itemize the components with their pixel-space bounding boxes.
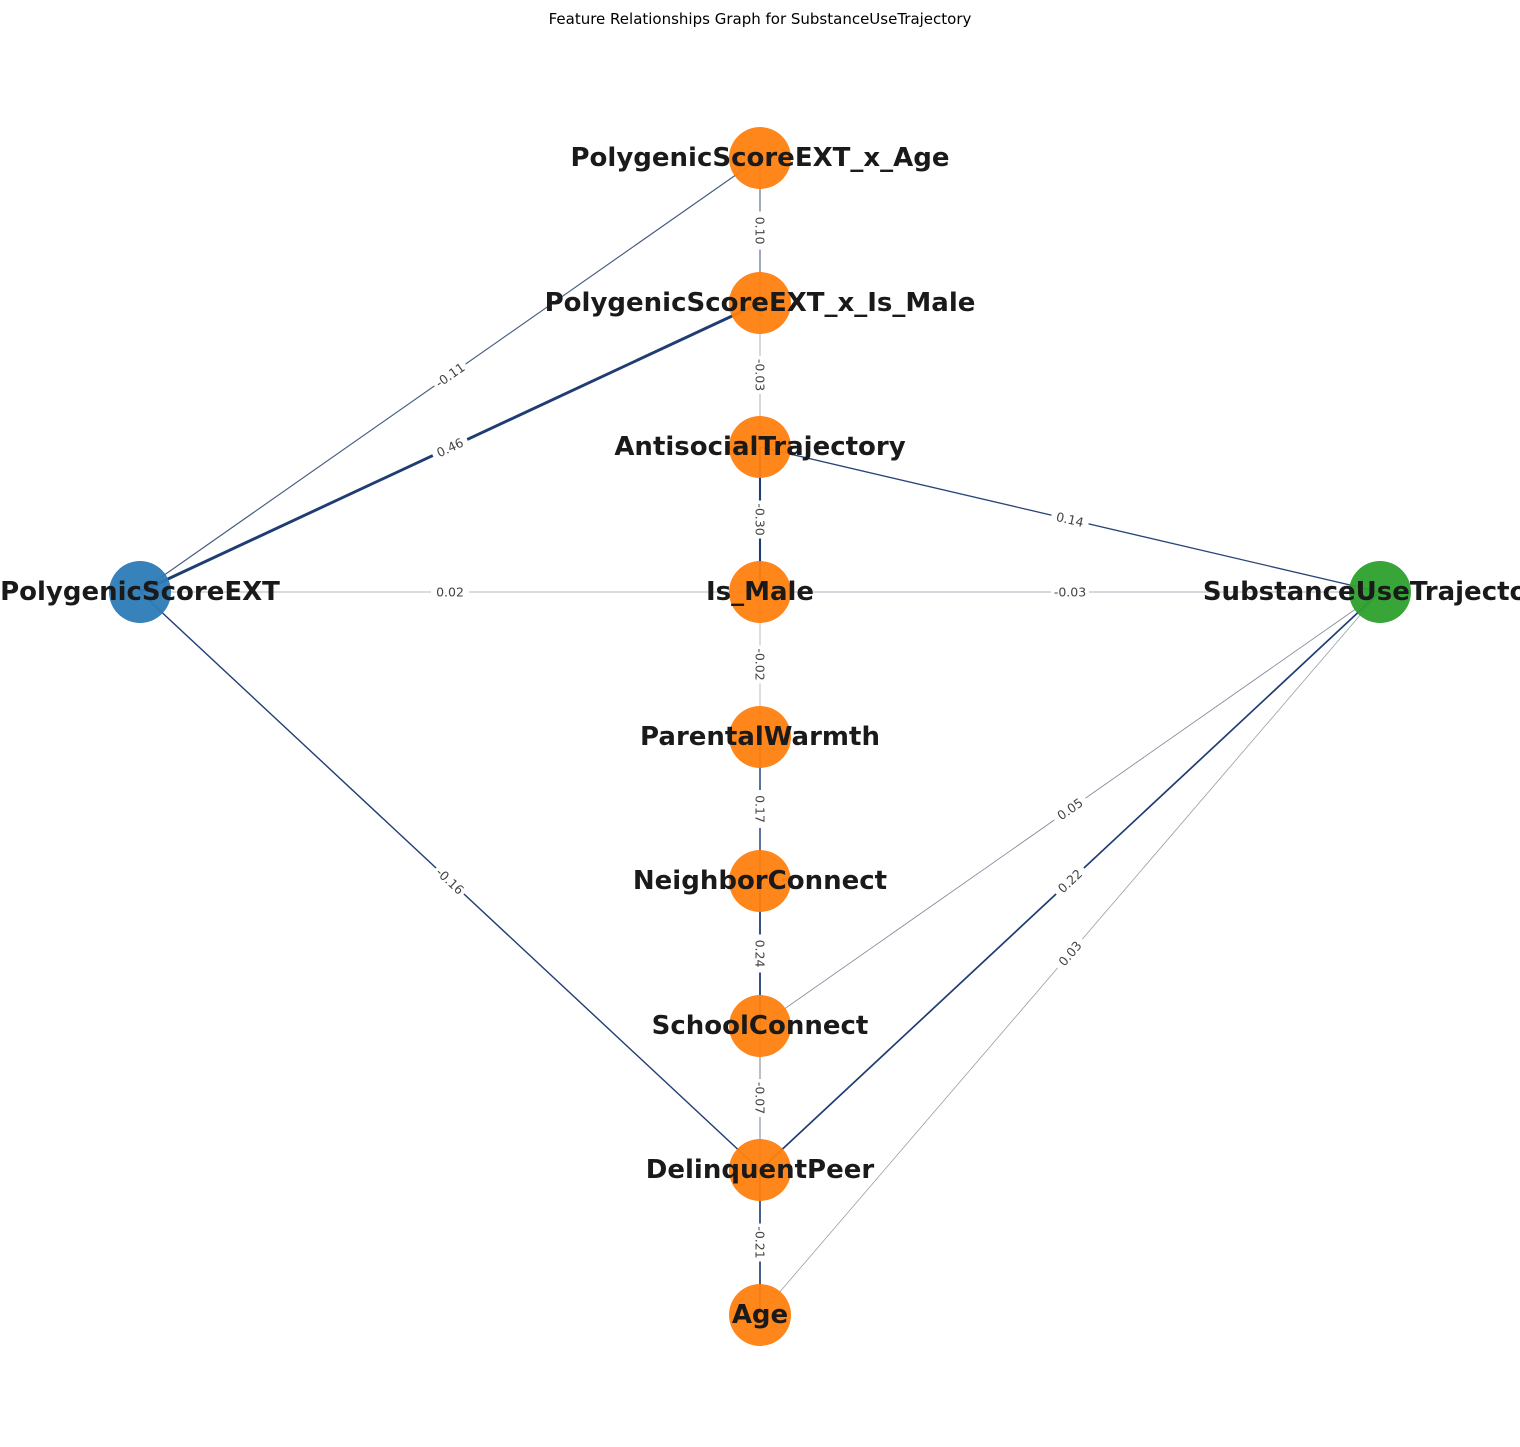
node-is-male xyxy=(729,561,791,623)
edge-label-background xyxy=(431,583,469,601)
edge-weight-label: 0.24 xyxy=(753,940,768,968)
edge-polygenicscoreext-to-is-male: 0.02 xyxy=(140,583,760,601)
node-polygenicscoreext-x-age xyxy=(729,127,791,189)
edge-label-group: 0.24 xyxy=(751,934,769,973)
node-delinquentpeer xyxy=(729,1139,791,1201)
edge-label-background xyxy=(1050,933,1090,974)
node-label-polygenicscoreext-x-age: PolygenicScoreEXT_x_Age xyxy=(571,143,950,173)
edge-label-background xyxy=(1049,861,1091,901)
edge-parentalwarmth-to-neighborconnect: 0.17 xyxy=(751,737,769,881)
edge-weight-label: 0.17 xyxy=(753,795,768,823)
edge-label-background xyxy=(1049,506,1091,533)
edge-label-group: -0.30 xyxy=(751,500,769,539)
edge-weight-label: -0.03 xyxy=(753,359,768,391)
node-antisocialtrajectory xyxy=(729,416,791,478)
edge-label-background xyxy=(751,356,769,394)
edge-label-group: -0.07 xyxy=(751,1079,769,1117)
node-label-neighborconnect: NeighborConnect xyxy=(633,866,887,896)
edge-label-group: -0.03 xyxy=(751,356,769,394)
edge-label-background xyxy=(1049,790,1091,828)
edge-is-male-to-substanceusetrajectory: -0.03 xyxy=(760,583,1380,601)
node-labels-layer: PolygenicScoreEXT PolygenicScoreEXT_x_Age… xyxy=(0,143,1520,1330)
graph-title: Feature Relationships Graph for Substanc… xyxy=(549,10,972,28)
edge-weight-label: 0.02 xyxy=(436,585,464,600)
edge-weight-label: -0.07 xyxy=(753,1082,768,1114)
edge-antisocialtrajectory-to-substanceusetrajectory: 0.14 xyxy=(759,446,1381,593)
edge-weight-label: 0.14 xyxy=(1055,509,1086,530)
edge-label-group: -0.21 xyxy=(751,1223,769,1262)
node-label-is-male: Is_Male xyxy=(706,577,814,607)
node-label-polygenicscoreext: PolygenicScoreEXT xyxy=(0,577,280,607)
edge-label-group: -0.16 xyxy=(429,861,471,901)
edge-label-group: 0.10 xyxy=(751,211,769,250)
edge-label-group: 0.17 xyxy=(751,790,769,828)
edge-label-background xyxy=(1051,583,1089,601)
edge-polygenicscoreext-to-delinquentpeer: -0.16 xyxy=(139,591,761,1171)
node-label-delinquentpeer: DelinquentPeer xyxy=(646,1155,875,1185)
edge-label-background xyxy=(751,1079,769,1117)
edge-label-background xyxy=(751,645,769,684)
node-parentalwarmth xyxy=(729,706,791,768)
edge-weight-label: -0.21 xyxy=(753,1226,768,1258)
edge-label-group: -0.11 xyxy=(429,356,471,394)
node-label-schoolconnect: SchoolConnect xyxy=(652,1011,869,1041)
node-label-parentalwarmth: ParentalWarmth xyxy=(640,722,880,752)
node-label-polygenicscoreext-x-is-male: PolygenicScoreEXT_x_Is_Male xyxy=(545,288,976,318)
node-neighborconnect xyxy=(729,850,791,912)
edge-label-background xyxy=(751,211,769,250)
edge-label-background xyxy=(751,500,769,539)
edge-label-background xyxy=(428,431,472,464)
edge-label-background xyxy=(429,356,471,394)
node-age xyxy=(729,1284,791,1346)
edge-label-group: 0.02 xyxy=(431,583,469,601)
edge-label-background xyxy=(751,934,769,973)
node-label-age: Age xyxy=(732,1300,788,1330)
node-schoolconnect xyxy=(729,995,791,1057)
edge-polygenicscoreext-to-polygenicscoreext-x-age: -0.11 xyxy=(139,157,761,593)
edge-label-group: 0.14 xyxy=(1049,506,1091,533)
node-substanceusetrajectory xyxy=(1349,561,1411,623)
edges-layer: -0.11 0.46 0.02 -0.16 0.10 -0.03 -0.30 0.14 -0.0… xyxy=(139,157,1381,1316)
node-label-substanceusetrajectory: SubstanceUseTrajectory xyxy=(1203,577,1520,607)
edge-label-group: 0.03 xyxy=(1050,933,1090,974)
node-polygenicscoreext-x-is-male xyxy=(729,272,791,334)
edge-label-background xyxy=(429,861,471,901)
edge-label-group: 0.05 xyxy=(1049,790,1091,828)
node-polygenicscoreext xyxy=(109,561,171,623)
edge-weight-label: -0.03 xyxy=(1054,585,1086,600)
edge-label-group: -0.03 xyxy=(1051,583,1089,601)
edge-label-group: -0.02 xyxy=(751,645,769,684)
edge-label-background xyxy=(751,1223,769,1262)
edge-weight-label: -0.30 xyxy=(753,503,768,535)
edge-label-background xyxy=(751,790,769,828)
edge-weight-label: 0.10 xyxy=(753,217,768,245)
nodes-layer xyxy=(109,127,1411,1346)
edge-label-group: 0.46 xyxy=(428,431,472,464)
edge-age-to-substanceusetrajectory: 0.03 xyxy=(759,591,1381,1316)
node-label-antisocialtrajectory: AntisocialTrajectory xyxy=(614,432,905,462)
edge-weight-label: -0.02 xyxy=(753,648,768,680)
